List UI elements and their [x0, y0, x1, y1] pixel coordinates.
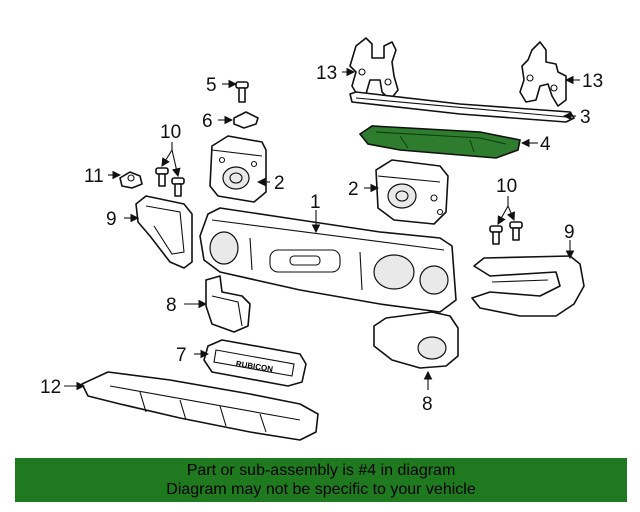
part-6-clip-nut [233, 111, 259, 129]
callout-8-left: 8 [166, 295, 177, 316]
callout-12: 12 [40, 377, 61, 398]
part-2-mount-left [209, 135, 267, 203]
callout-numbers: 13 13 5 3 6 4 10 2 2 11 10 1 9 9 8 7 12 … [40, 63, 603, 415]
part-11-clip [119, 171, 143, 189]
part-10-bolts-right [489, 221, 523, 245]
part-3-upper-bar [349, 91, 575, 123]
callout-10-left: 10 [160, 122, 181, 143]
part-4-shape [358, 125, 521, 159]
callout-3: 3 [580, 107, 591, 128]
part-5-bolt [235, 81, 249, 103]
callout-13-right: 13 [582, 71, 603, 92]
part-9-end-cap-left [135, 195, 193, 269]
callout-2-right: 2 [348, 179, 359, 200]
part-8-bracket-left [205, 275, 251, 333]
callout-13-left: 13 [316, 63, 337, 84]
banner-line-2: Diagram may not be specific to your vehi… [166, 481, 476, 498]
callout-5: 5 [206, 75, 217, 96]
callout-7: 7 [176, 345, 187, 366]
part-13-bracket-right [519, 41, 567, 107]
callout-6: 6 [202, 111, 213, 132]
part-10-bolts-left [155, 167, 185, 197]
part-4-highlighted-panel [358, 125, 521, 159]
part-2-mount-right [375, 159, 449, 225]
callout-1: 1 [310, 192, 321, 213]
part-8-bracket-right [373, 311, 459, 369]
part-7-badge-plate: RUBICON [203, 339, 307, 387]
callout-10-right: 10 [496, 176, 517, 197]
callout-8-right: 8 [422, 394, 433, 415]
leader-lines [64, 67, 580, 391]
callout-9-right: 9 [564, 222, 575, 243]
part-12-skid-plate [81, 371, 319, 441]
callout-11: 11 [84, 166, 104, 187]
part-9-end-cap-right [471, 255, 585, 317]
disclaimer-banner: Part or sub-assembly is #4 in diagram Di… [15, 458, 627, 502]
callout-2-left: 2 [274, 173, 285, 194]
callout-4: 4 [540, 134, 551, 155]
part-1-main-bumper [199, 207, 457, 313]
part-13-bracket-left [349, 37, 399, 101]
banner-line-1: Part or sub-assembly is #4 in diagram [186, 462, 456, 479]
callout-9-left: 9 [106, 209, 117, 230]
